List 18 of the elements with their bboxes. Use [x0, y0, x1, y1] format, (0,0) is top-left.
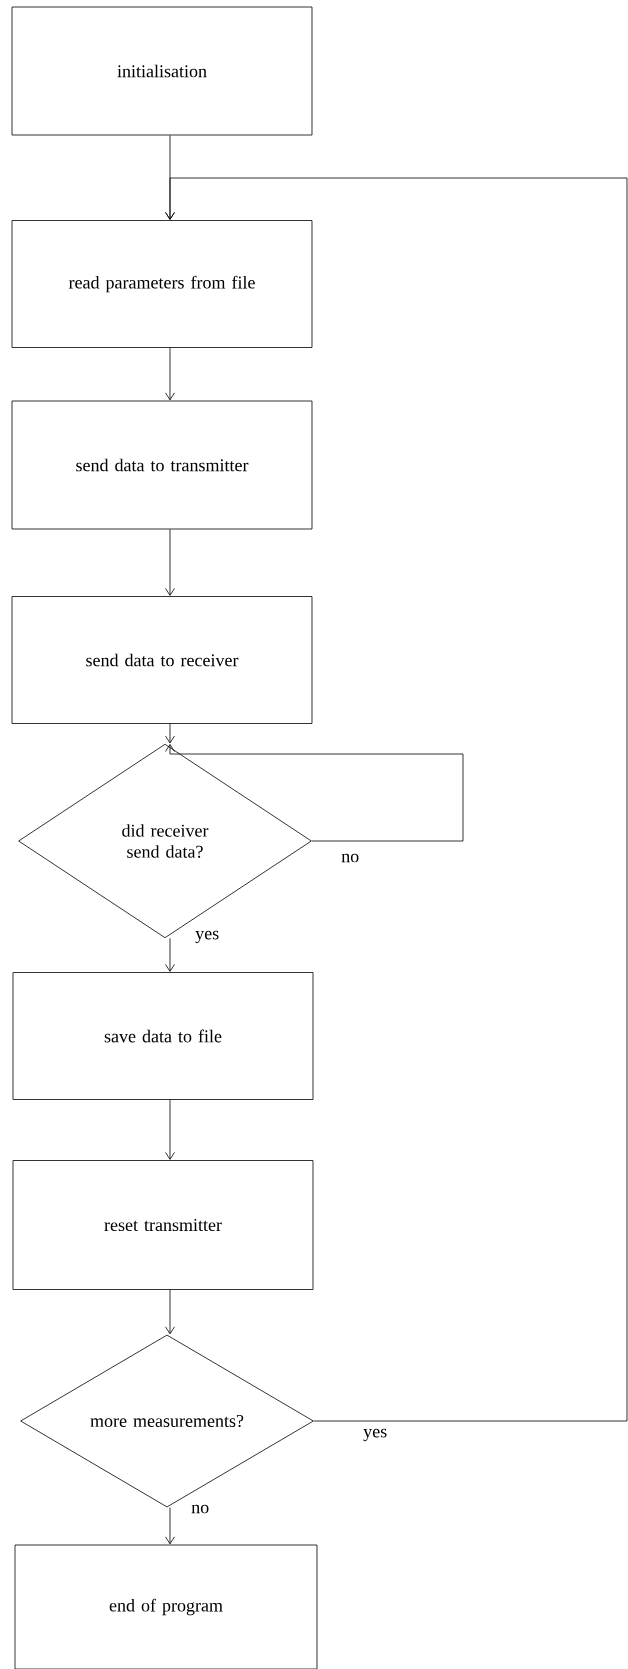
- arrow: [165, 937, 175, 972]
- arrow: [165, 529, 175, 596]
- process-box: reset transmitter: [12, 1160, 314, 1290]
- process-box: read parameters from file: [11, 220, 313, 348]
- arrow: [165, 1289, 175, 1335]
- process-box: save data to file: [12, 972, 314, 1100]
- process-box: send data to transmitter: [11, 400, 313, 530]
- process-box: end of program: [14, 1544, 318, 1669]
- process-box: initialisation: [11, 6, 313, 136]
- arrow: [165, 347, 175, 401]
- arrow: [165, 1507, 175, 1545]
- arrow: [165, 1099, 175, 1160]
- process-box: send data to receiver: [11, 596, 313, 724]
- arrow: [165, 177, 628, 1422]
- edge-label: no: [341, 853, 359, 863]
- arrow: [165, 744, 464, 842]
- edge-label: yes: [363, 1428, 387, 1442]
- arrow: [165, 723, 175, 744]
